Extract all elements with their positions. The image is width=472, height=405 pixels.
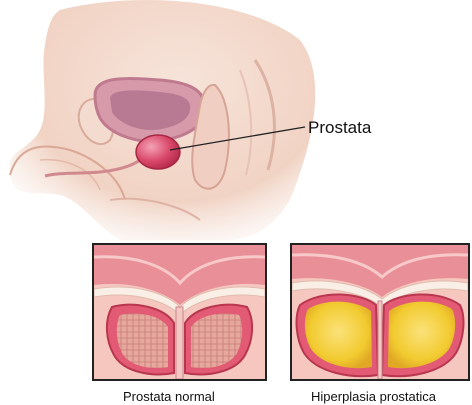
normal-prostate-panel xyxy=(92,243,267,381)
compressed-urethra xyxy=(378,301,382,379)
normal-prostate-caption: Prostata normal xyxy=(123,389,215,404)
hyperplasia-panel xyxy=(290,243,470,381)
hyperplasia-illustration xyxy=(292,245,468,379)
normal-urethra xyxy=(176,307,183,379)
prostate-gland xyxy=(136,135,180,169)
normal-prostate-illustration xyxy=(94,245,265,379)
hyperplasia-caption: Hiperplasia prostatica xyxy=(311,389,436,404)
anatomy-illustration xyxy=(0,0,472,240)
prostate-label: Prostata xyxy=(308,118,371,138)
